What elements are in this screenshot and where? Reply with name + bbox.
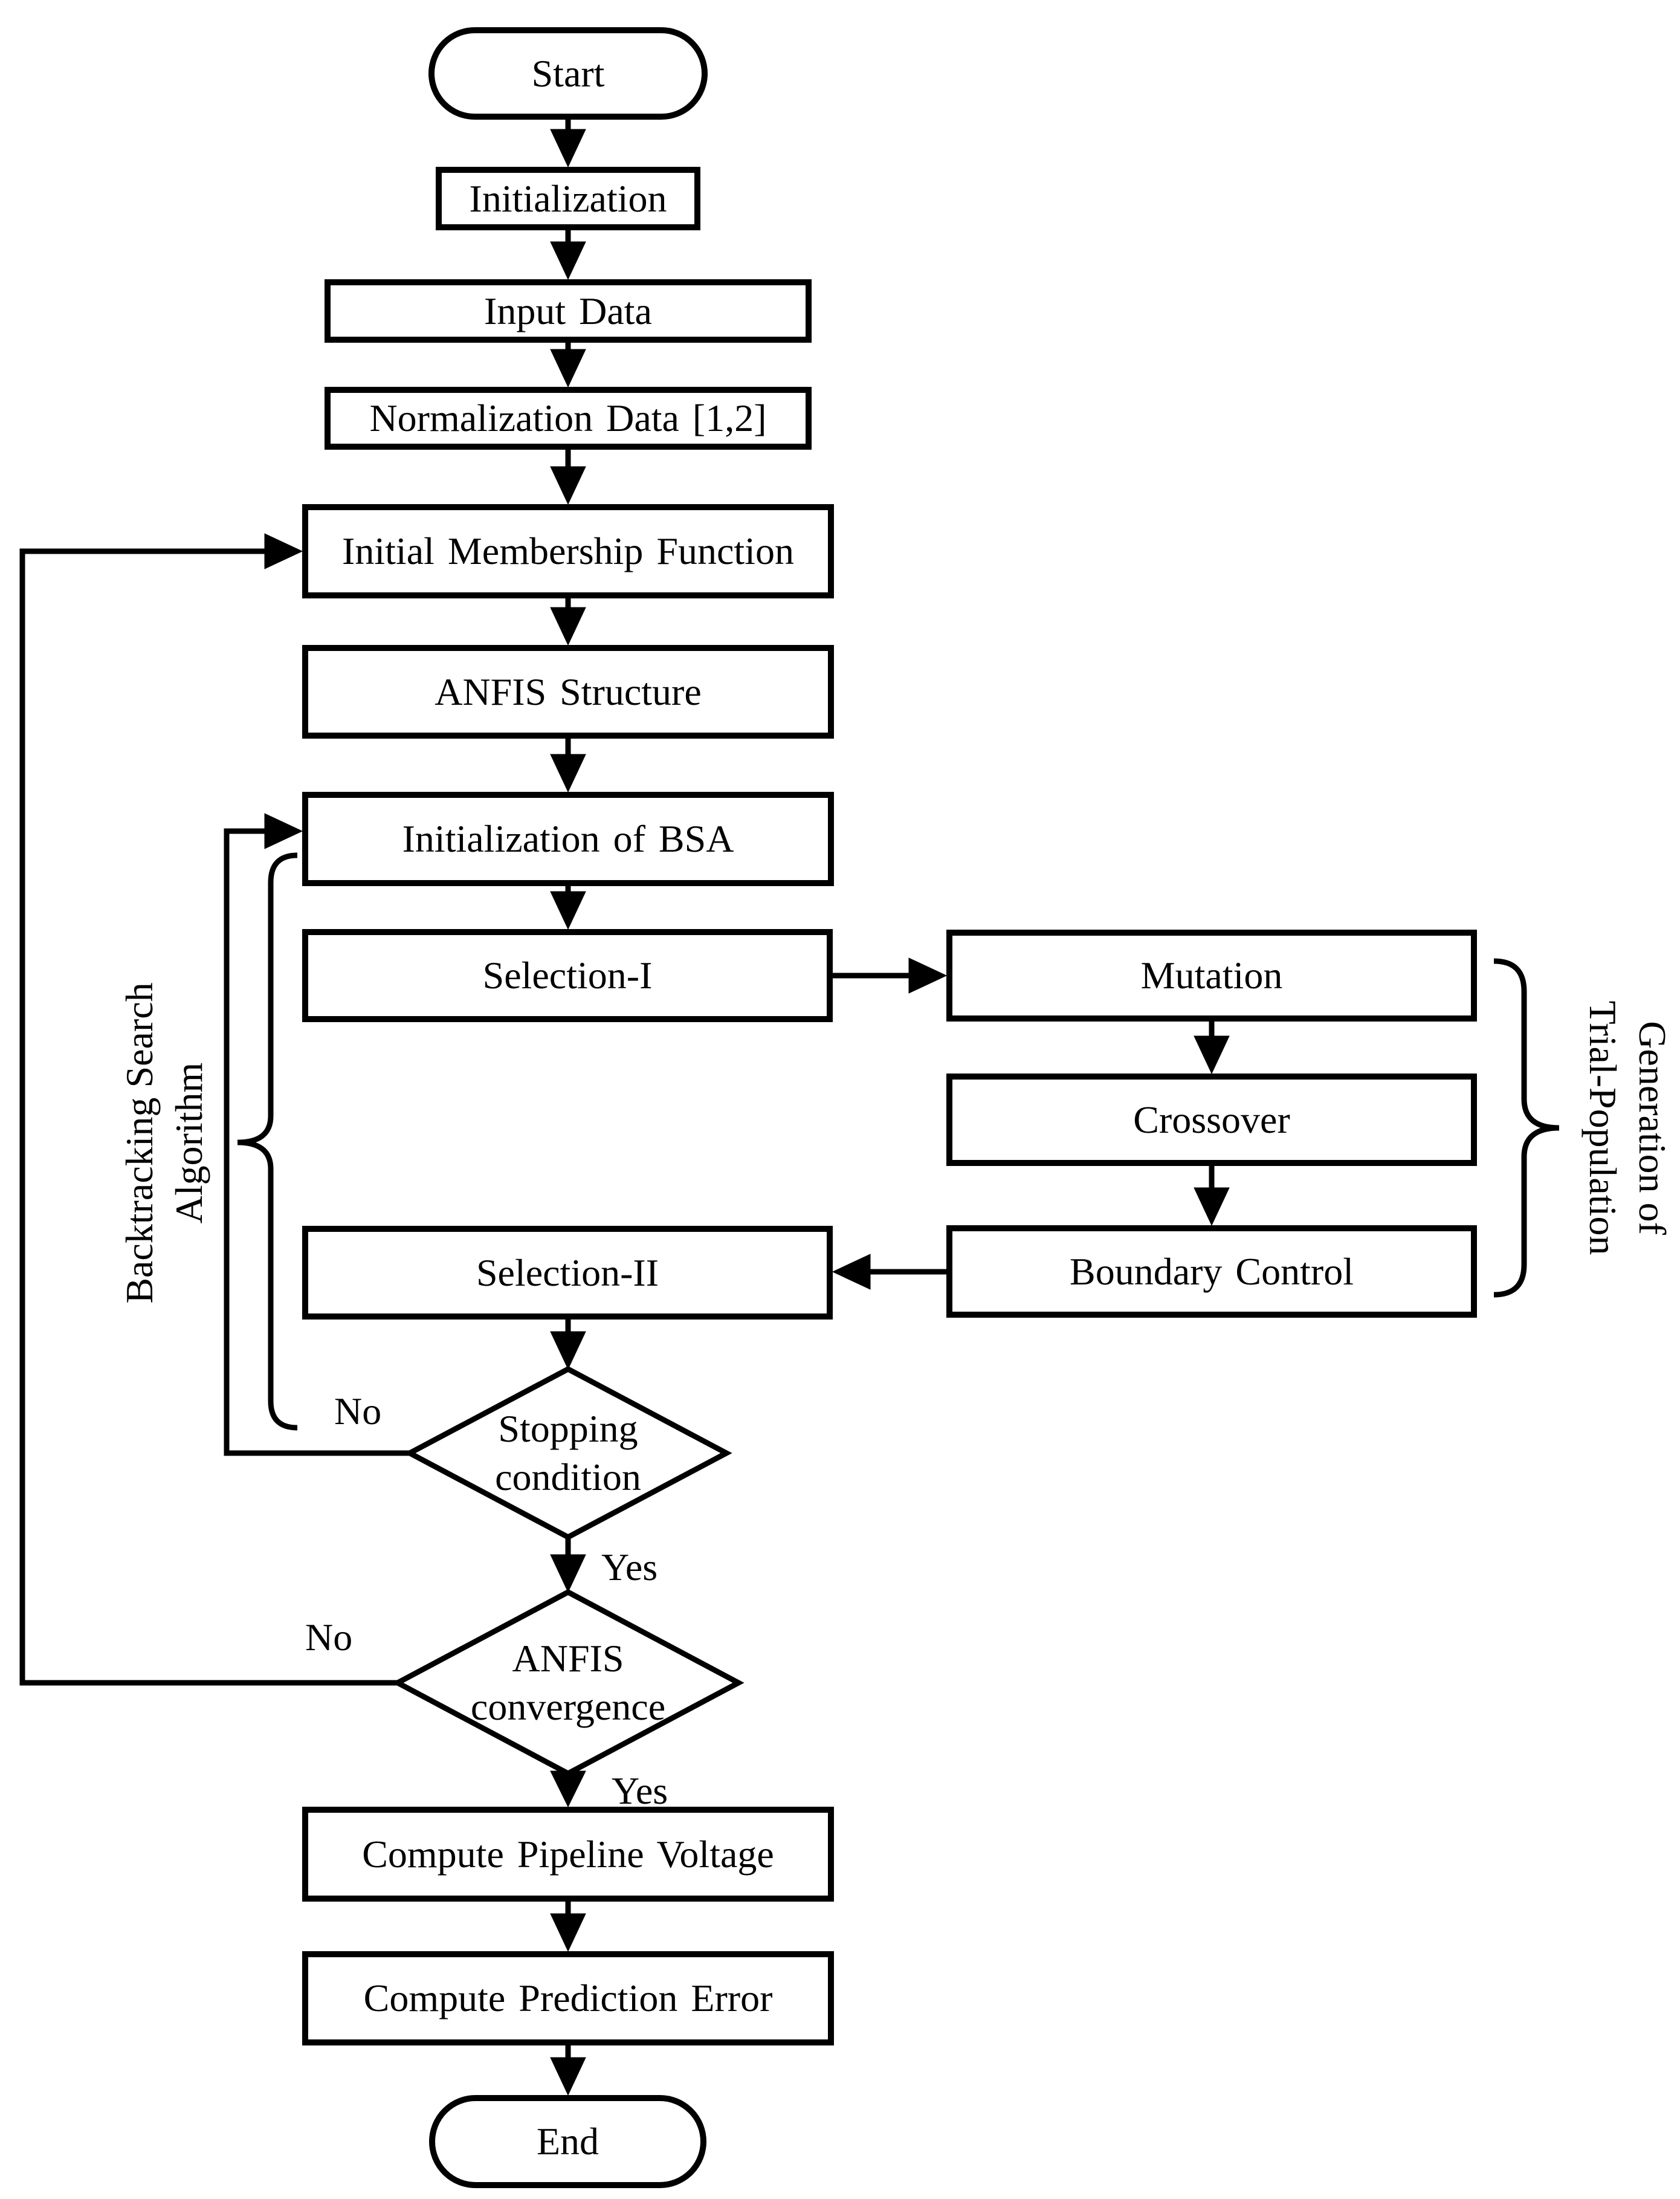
node-anfis-convergence-shape: [392, 1589, 745, 1777]
node-anfis-convergence-text: ANFIS convergence: [398, 1592, 738, 1773]
backtracking-label-line2: Algorithm: [167, 1062, 210, 1224]
node-crossover-label: Crossover: [1133, 1098, 1290, 1141]
arrow-initialization-to-input-data: [550, 230, 586, 280]
node-end-label: End: [536, 2120, 599, 2163]
arrow-compute-voltage-to-prediction-error: [550, 1902, 586, 1952]
node-input-data-label: Input Data: [484, 289, 652, 332]
backtracking-label-line1: Backtracking Search: [118, 982, 161, 1304]
node-selection-2: Selection-II: [302, 1226, 833, 1320]
node-initial-membership-function-label: Initial Membership Function: [342, 530, 794, 573]
generation-trial-population-label: Generation of Trial-Population: [1574, 959, 1677, 1297]
arrow-input-data-to-normalization: [550, 343, 586, 388]
arrow-bsa-initialization-to-selection1: [550, 886, 586, 930]
node-initialization-of-bsa: Initialization of BSA: [302, 792, 834, 886]
node-compute-pipeline-voltage: Compute Pipeline Voltage: [302, 1807, 834, 1902]
node-selection-1: Selection-I: [302, 929, 833, 1022]
backtracking-search-algorithm-label: Backtracking Search Algorithm: [115, 950, 218, 1336]
stopping-condition-line2: condition: [495, 1456, 641, 1498]
node-selection-2-label: Selection-II: [476, 1251, 659, 1294]
node-compute-prediction-error-label: Compute Prediction Error: [363, 1977, 773, 2020]
node-normalization-data: Normalization Data [1,2]: [325, 387, 812, 450]
node-stopping-condition-text: Stopping condition: [410, 1369, 726, 1537]
node-anfis-structure: ANFIS Structure: [302, 645, 834, 739]
node-initialization: Initialization: [436, 167, 700, 230]
node-start: Start: [428, 27, 708, 120]
left-brace: [237, 852, 298, 1431]
arrow-start-to-initialization: [550, 120, 586, 168]
node-mutation-label: Mutation: [1140, 954, 1283, 997]
node-compute-pipeline-voltage-label: Compute Pipeline Voltage: [362, 1832, 774, 1876]
arrow-anfis-structure-to-bsa-initialization: [550, 739, 586, 793]
convergence-yes-label: Yes: [612, 1769, 668, 1812]
node-compute-prediction-error: Compute Prediction Error: [302, 1951, 834, 2045]
generation-label-line1: Generation of: [1631, 1021, 1674, 1235]
arrow-mutation-to-crossover: [1194, 1022, 1230, 1075]
node-input-data: Input Data: [325, 279, 812, 343]
arrow-stopping-yes-to-convergence: [550, 1537, 586, 1593]
node-selection-1-label: Selection-I: [482, 954, 653, 997]
node-anfis-structure-label: ANFIS Structure: [435, 670, 702, 713]
loop-convergence-no-to-initial-membership: [19, 533, 398, 1686]
node-boundary-control: Boundary Control: [946, 1225, 1477, 1318]
convergence-no-label: No: [305, 1616, 353, 1659]
node-initial-membership-function: Initial Membership Function: [302, 504, 834, 598]
node-end: End: [429, 2095, 706, 2188]
arrow-prediction-error-to-end: [550, 2045, 586, 2096]
node-mutation: Mutation: [946, 930, 1477, 1022]
anfis-convergence-line1: ANFIS: [512, 1637, 624, 1680]
stopping-yes-label: Yes: [601, 1546, 658, 1589]
arrow-normalization-to-initial-membership: [550, 450, 586, 505]
node-start-label: Start: [531, 51, 605, 95]
arrow-selection1-to-mutation: [833, 957, 948, 994]
stopping-no-label: No: [334, 1390, 382, 1433]
arrow-selection2-to-stopping: [550, 1320, 586, 1370]
node-initialization-label: Initialization: [469, 177, 667, 220]
node-stopping-condition-shape: [404, 1365, 732, 1541]
node-normalization-data-label: Normalization Data [1,2]: [369, 397, 767, 440]
arrow-boundary-control-to-selection2: [832, 1254, 946, 1290]
generation-label-line2: Trial-Population: [1581, 1000, 1624, 1255]
anfis-convergence-line2: convergence: [470, 1685, 666, 1728]
right-brace: [1493, 958, 1560, 1298]
arrow-initial-membership-to-anfis-structure: [550, 598, 586, 646]
loop-stopping-no-to-bsa-initialization: [224, 813, 410, 1456]
node-crossover: Crossover: [946, 1074, 1477, 1166]
arrow-crossover-to-boundary-control: [1194, 1166, 1230, 1226]
stopping-condition-line1: Stopping: [498, 1407, 638, 1450]
node-boundary-control-label: Boundary Control: [1070, 1249, 1354, 1293]
node-initialization-of-bsa-label: Initialization of BSA: [402, 817, 734, 861]
